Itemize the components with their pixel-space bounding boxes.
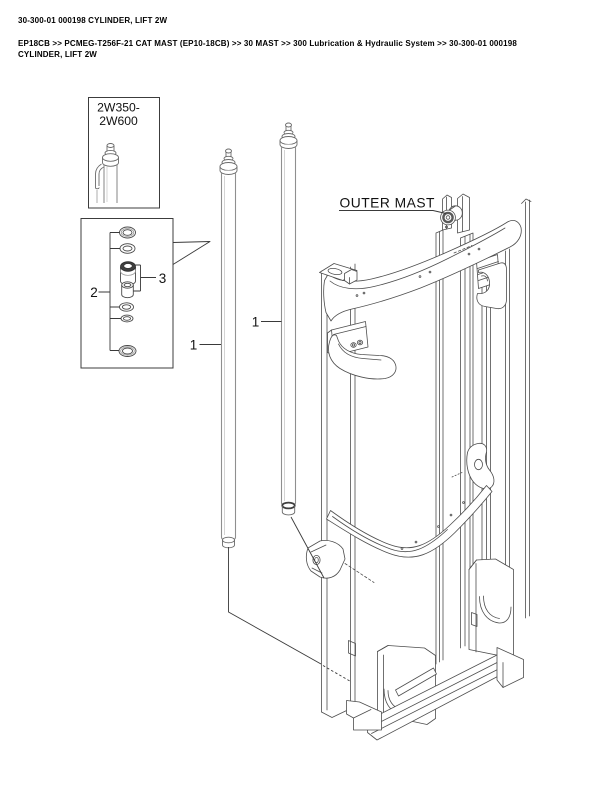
trunnion-boss [305,540,346,579]
outer-mast-label: OUTER MAST [339,196,447,214]
breadcrumb-line-2: CYLINDER, LIFT 2W [18,50,97,60]
o-ring-mid [119,302,134,312]
callout-cylinder-left[interactable]: 1 [190,338,198,353]
callout-2-bracket [98,232,121,351]
left-hook-bracket [328,334,397,380]
leader-left-cylinder-to-mount [228,547,322,665]
callout-1-left: 1 [190,338,221,353]
cylinder-head-variant [95,143,119,203]
o-ring-upper [119,243,136,254]
base-cross-member [346,647,524,741]
middle-tie-beam [326,485,493,558]
mast-lug-rear [457,193,470,234]
breadcrumb-line-1: EP18CB >> PCMEG-T256F-21 CAT MAST (EP10-… [18,39,517,48]
callout-1-right: 1 [252,315,282,330]
retainer-ring-bottom [118,345,137,357]
serial-range-line1: 2W350- [97,101,140,115]
serial-range-box: 2W350- 2W600 [88,97,160,209]
leader-right-cylinder-to-mount [290,516,325,579]
lift-cylinder-right [279,122,298,516]
callout-seal-subkit[interactable]: 3 [159,271,167,286]
seal-kit-box: 2 3 [80,218,174,369]
serial-range-line2: 2W600 [99,114,138,128]
callout-seal-kit[interactable]: 2 [90,285,98,300]
page-title: 30-300-01 000198 CYLINDER, LIFT 2W [18,16,168,25]
seal-ring-top [119,226,136,239]
outer-mast-drawing [305,193,532,741]
chain-anchor-bracket [466,442,495,490]
seal-kit-callout-wedge [172,241,211,265]
bushing [121,281,134,299]
outer-mast-text: OUTER MAST [340,196,436,211]
callout-3-bracket [133,264,156,292]
breadcrumb: EP18CB >> PCMEG-T256F-21 CAT MAST (EP10-… [18,38,596,61]
mast-pin-boss [440,205,463,226]
right-saddle-bracket [468,558,514,659]
right-roller-bracket [476,262,507,310]
lift-cylinder-left [219,148,238,549]
o-ring-small [120,314,134,323]
callout-cylinder-right[interactable]: 1 [252,315,260,330]
